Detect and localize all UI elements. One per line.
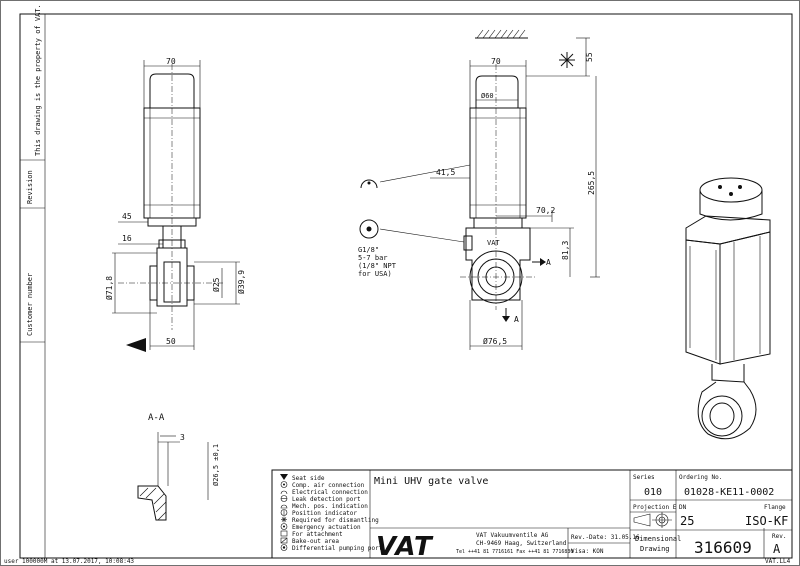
flange-value: ISO-KF bbox=[745, 514, 788, 528]
front-width-dim: 70 bbox=[166, 57, 176, 66]
dismantling-icon bbox=[281, 516, 287, 523]
pumping-port-icon bbox=[280, 544, 288, 551]
flange-label: Flange bbox=[764, 504, 786, 511]
section-view: A-A 3 Ø26,5 ±0,1 bbox=[137, 413, 220, 521]
front-outer-dia-dim: Ø71,8 bbox=[104, 276, 114, 300]
title-block: Seat side Comp. air connection Electrica… bbox=[271, 469, 793, 562]
series-value: 010 bbox=[644, 487, 662, 498]
legend-item: For attachment bbox=[292, 531, 343, 538]
dismantling-star-icon bbox=[559, 52, 575, 68]
bake-out-icon bbox=[280, 537, 288, 544]
side-width-dim: 70 bbox=[491, 57, 501, 66]
electrical-connection-icon bbox=[280, 490, 288, 495]
drawing-title: Mini UHV gate valve bbox=[374, 476, 488, 487]
section-title: A-A bbox=[148, 413, 165, 423]
position-indicator-icon bbox=[280, 509, 288, 516]
rev-value: A bbox=[773, 542, 781, 556]
rev-date: Rev.-Date: 31.05.16 bbox=[571, 534, 640, 541]
legend-item: Differential pumping port bbox=[292, 545, 383, 552]
section-dia26-dim: Ø26,5 ±0,1 bbox=[212, 444, 220, 486]
legend-item: Bake-out area bbox=[292, 538, 339, 545]
projection-symbol-icon bbox=[633, 512, 672, 528]
section-marker-a-right: A bbox=[546, 258, 551, 267]
electrical-connection-callout-icon bbox=[360, 179, 378, 189]
attachment-icon bbox=[280, 530, 288, 537]
air-connection-spec: G1/8" 5-7 bar (1/8" NPT for USA) bbox=[358, 246, 400, 278]
visa: Visa: KON bbox=[571, 548, 604, 555]
dn-label: DN bbox=[679, 504, 687, 511]
side-dia60-dim: Ø60 bbox=[481, 92, 494, 100]
legend-item: Leak detection port bbox=[292, 496, 361, 503]
front-length-dim: 50 bbox=[166, 337, 176, 346]
footer-format: VAT.LL4 bbox=[765, 558, 791, 565]
revision-label: Revision bbox=[26, 170, 34, 204]
side-height-dim: 265,5 bbox=[587, 171, 596, 195]
legend-item: Required for dismantling bbox=[292, 517, 379, 524]
footer-user: user 100000M at 13.07.2017, 10:08:43 bbox=[4, 558, 134, 565]
side-lower-height-dim: 81,3 bbox=[561, 241, 570, 260]
customer-number-label: Customer number bbox=[26, 273, 34, 336]
property-note: This drawing is the property of VAT. bbox=[34, 4, 42, 156]
seat-side-icon bbox=[280, 474, 288, 480]
side-view: VAT 70 Ø60 55 265,5 81,3 70,2 41,5 Ø76,5… bbox=[358, 29, 600, 350]
vat-logo: VAT bbox=[376, 532, 434, 562]
svg-text:VAT: VAT bbox=[376, 532, 434, 562]
legend-item: Position indicator bbox=[292, 510, 357, 517]
seat-side-marker bbox=[126, 338, 146, 352]
legend-item: Mech. pos. indication bbox=[292, 503, 368, 510]
legend-item: Comp. air connection bbox=[292, 482, 365, 489]
doc-type: Dimensional Drawing bbox=[635, 535, 686, 553]
dn-value: 25 bbox=[680, 514, 694, 528]
front-bore-dim: Ø25 bbox=[211, 277, 221, 292]
ordering-value: 01028-KE11-0002 bbox=[684, 487, 774, 498]
company-name: VAT Vakuumventile AG bbox=[476, 532, 549, 539]
legend-item: Electrical connection bbox=[292, 489, 368, 496]
rev-label: Rev. bbox=[772, 533, 786, 540]
company-address: CH-9469 Haag, Switzerland bbox=[476, 540, 567, 547]
air-connection-callout-icon bbox=[359, 219, 379, 239]
mech-position-icon bbox=[280, 504, 288, 509]
legend-item: Emergency actuation bbox=[292, 524, 361, 531]
air-connection-icon bbox=[280, 481, 288, 488]
front-flange-dim: 45 bbox=[122, 212, 132, 221]
section-marker-a-bottom: A bbox=[514, 315, 519, 324]
sidebar: This drawing is the property of VAT. Rev… bbox=[20, 4, 46, 558]
side-logo-mark: VAT bbox=[487, 239, 500, 247]
leak-detection-icon bbox=[280, 495, 288, 502]
side-depth-dim: 70,2 bbox=[536, 206, 555, 215]
projection-label: Projection E bbox=[633, 504, 677, 511]
drawing-number: 316609 bbox=[694, 538, 752, 557]
section-dim-3: 3 bbox=[180, 433, 185, 442]
side-top-offset-dim: 55 bbox=[585, 52, 594, 62]
company-phone: Tel ++41 81 7716161 Fax ++41 81 7716830 bbox=[456, 549, 573, 555]
front-flange-dia-dim: Ø39,9 bbox=[236, 270, 246, 294]
side-offset-dim: 41,5 bbox=[436, 168, 455, 177]
side-dia76-dim: Ø76,5 bbox=[483, 336, 507, 346]
legend-item: Seat side bbox=[292, 475, 325, 482]
ordering-label: Ordering No. bbox=[679, 474, 722, 481]
legend: Seat side Comp. air connection Electrica… bbox=[280, 474, 383, 552]
isometric-view bbox=[685, 177, 771, 440]
series-label: Series bbox=[633, 474, 655, 481]
emergency-actuation-icon bbox=[280, 523, 288, 530]
front-stem-dim: 16 bbox=[122, 234, 132, 243]
front-view: 70 45 16 Ø71,8 Ø25 Ø39,9 50 bbox=[104, 57, 246, 352]
